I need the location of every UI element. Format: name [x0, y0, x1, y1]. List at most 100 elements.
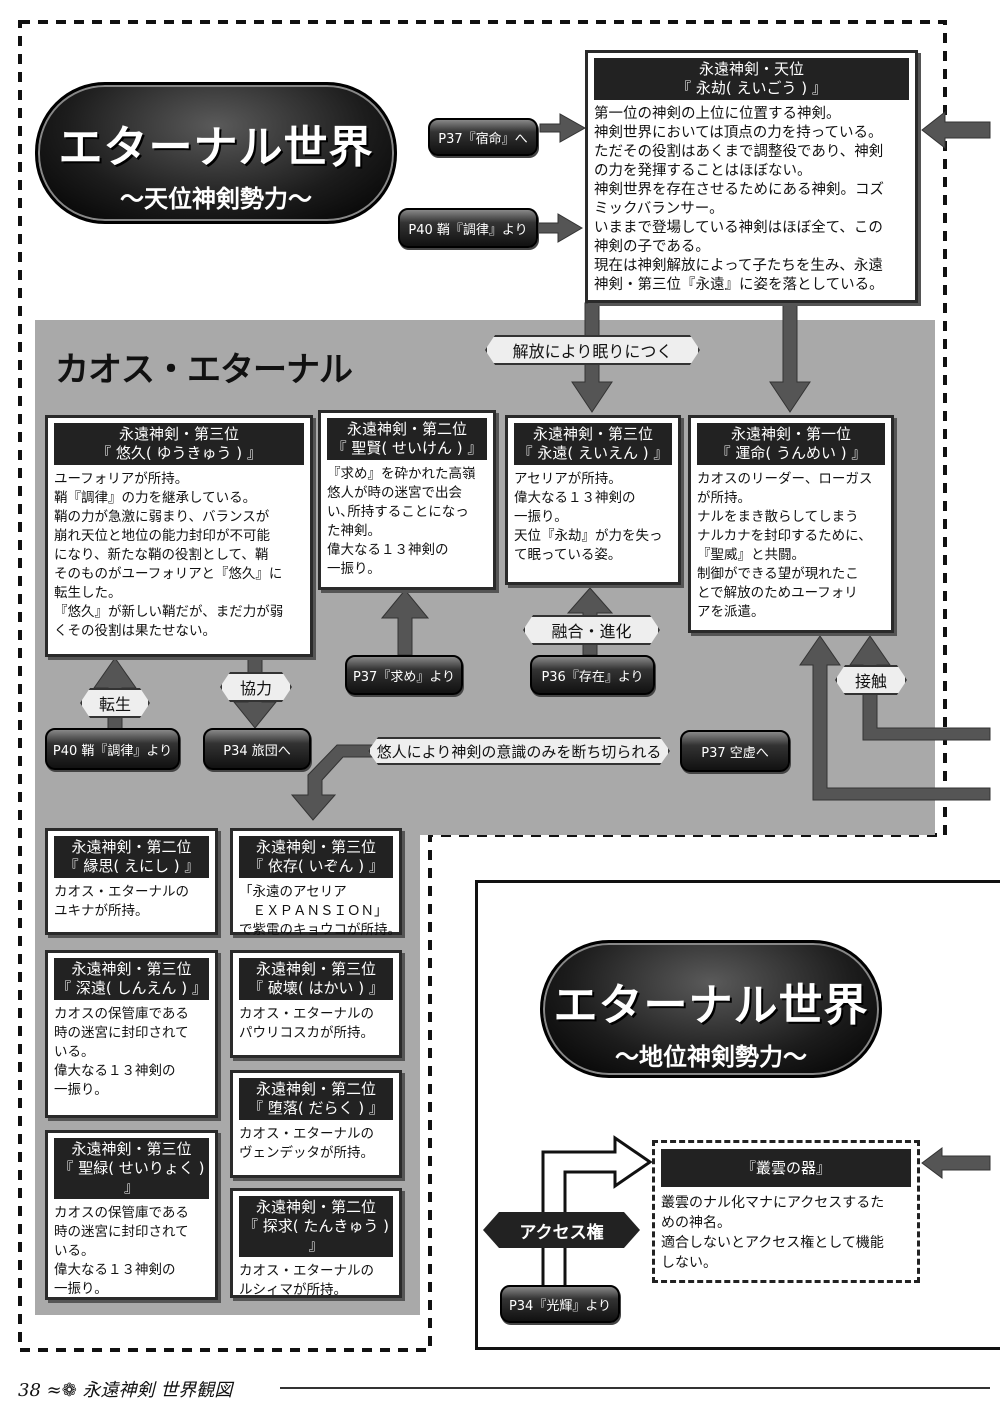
box-text-line: 神剣・第三位『永遠』に姿を落としている。 — [594, 277, 884, 293]
box-name: 『 永劫( えいごう ) 』 — [676, 79, 827, 97]
box-header: 永遠神剣・第三位『 悠久( ゆうきゅう ) 』 — [54, 423, 304, 465]
footer-rule — [280, 1387, 990, 1389]
box-name: 『 依存( いぞん ) 』 — [248, 857, 384, 875]
box-name: 『 探求( たんきゅう ) 』 — [242, 1217, 389, 1254]
box-text-line: アを派遣。 — [697, 604, 765, 620]
link-p34-kouki[interactable]: P34『光輝』より — [500, 1285, 620, 1323]
box-text-line: めの神名。 — [661, 1215, 731, 1231]
footer: 38 ≈❁ 永遠神剣 世界観図 — [18, 1376, 232, 1402]
link-p37-motome[interactable]: P37『求め』より — [345, 655, 463, 695]
box-text-line: て眠っている姿。 — [514, 547, 622, 563]
label-kyouryoku: 協力 — [220, 672, 292, 702]
murakumo-box: 『叢雲の器』 叢雲のナル化マナにアクセスするための神名。適合しないとアクセス権と… — [652, 1140, 920, 1283]
pill-title: エターナル世界 — [553, 980, 869, 1031]
box-header: 永遠神剣・第三位『 破壊( はかい ) 』 — [239, 958, 393, 1000]
box-text-line: 時の迷宮に封印されて — [54, 1224, 189, 1240]
section-title: カオス・エターナル — [55, 350, 353, 390]
pill-subtitle: ～天位神剣勢力～ — [120, 185, 312, 213]
sword-box-eien: 永遠神剣・第三位『 永遠( えいえん ) 』アセリアが所持。偉大なる１３神剣の一… — [505, 415, 681, 585]
box-text-line: 天位『永劫』が力を失っ — [514, 528, 663, 544]
box-text-line: カオス・エターナルの — [54, 884, 189, 900]
box-text-line: 現在は神剣解放によって子たちを生み、永遠 — [594, 258, 883, 274]
box-text-line: 転生した。 — [54, 585, 122, 601]
sword-box-seiken: 永遠神剣・第二位『 聖賢( せいけん ) 』『求め』を砕かれた高嶺悠人が時の迷宮… — [318, 410, 496, 590]
box-text-line: 崩れ天位と地位の能力封印が不可能 — [54, 528, 270, 544]
box-text-line: カオス・エターナルの — [239, 1126, 374, 1142]
link-p34-ryodan[interactable]: P34 旅団へ — [203, 728, 311, 770]
box-header: 永遠神剣・第二位『 縁思( えにし ) 』 — [54, 836, 209, 878]
box-name: 『 破壊( はかい ) 』 — [248, 979, 384, 997]
box-text-line: 鞘の力が急激に弱まり、バランスが — [54, 509, 270, 525]
box-text-line: カオスのリーダー、ローガス — [697, 471, 873, 487]
label-yuuto: 悠人により神剣の意識のみを断ち切られる — [368, 737, 670, 765]
box-rank: 永遠神剣・第二位 — [255, 1198, 376, 1216]
link-p37-shukumei[interactable]: P37『宿命』へ — [428, 118, 538, 156]
box-rank: 永遠神剣・第三位 — [71, 1140, 192, 1158]
box-text-line: ルシィマが所持。 — [239, 1282, 347, 1298]
box-text-line: で紫電のキョウコが所持。 — [239, 922, 401, 938]
box-text-line: 偉大なる１３神剣の — [514, 490, 636, 506]
box-header: 永遠神剣・第三位『 永遠( えいえん ) 』 — [514, 423, 672, 465]
box-name: 『 永遠( えいえん ) 』 — [517, 444, 669, 462]
box-text-line: 偉大なる１３神剣の — [54, 1262, 176, 1278]
link-p40-chouritsu[interactable]: P40 鞘『調律』より — [45, 728, 180, 770]
box-name: 『 聖賢( せいけん ) 』 — [331, 439, 483, 457]
box-header: 永遠神剣・第二位『 聖賢( せいけん ) 』 — [327, 418, 487, 460]
box-text-line: カオス・エターナルの — [239, 1263, 374, 1279]
sword-box-izon: 永遠神剣・第三位『 依存( いぞん ) 』「永遠のアセリア ＥＸＰＡＮＳＩＯＮ」… — [230, 828, 402, 938]
link-p37-kuukyo[interactable]: P37 空虚へ — [680, 730, 790, 772]
sword-box-enishi: 永遠神剣・第二位『 縁思( えにし ) 』カオス・エターナルのユキナが所持。 — [45, 828, 218, 935]
page-number: 38 — [18, 1380, 41, 1401]
box-text-line: ただその役割はあくまで調整役であり、神剣 — [594, 144, 884, 160]
sword-box-daraku: 永遠神剣・第二位『 堕落( だらく ) 』カオス・エターナルのヴェンデッタが所持… — [230, 1070, 402, 1178]
lower-world-frame — [475, 880, 1000, 1350]
link-p40-chouritsu-top[interactable]: P40 鞘『調律』より — [398, 208, 538, 248]
box-text-line: 鞘『調律』の力を継承している。 — [54, 490, 257, 506]
box-text-line: 『求め』を砕かれた高嶺 — [327, 466, 476, 482]
box-text-line: い､所持することになっ — [327, 504, 469, 520]
box-text-line: 偉大なる１３神剣の — [327, 542, 449, 558]
box-rank: 永遠神剣・第二位 — [71, 838, 192, 856]
box-header: 永遠神剣・第一位『 運命( うんめい ) 』 — [697, 423, 885, 465]
box-rank: 永遠神剣・第二位 — [255, 1080, 376, 1098]
link-p36-sonzai[interactable]: P36『存在』より — [530, 655, 655, 695]
box-text-line: 『悠久』が新しい鞘だが、まだ力が弱 — [54, 604, 284, 620]
box-header: 永遠神剣・第三位『 聖緑( せいりょく ) 』 — [54, 1138, 209, 1199]
arrow-right-icon — [537, 213, 583, 243]
box-name: 『 聖緑( せいりょく ) 』 — [58, 1159, 205, 1196]
box-rank: 永遠神剣・第三位 — [118, 425, 239, 443]
sword-box-shinen: 永遠神剣・第三位『 深遠( しんえん ) 』カオスの保管庫である時の迷宮に封印さ… — [45, 950, 218, 1118]
box-text-line: アセリアが所持。 — [514, 471, 622, 487]
pill-subtitle: ～地位神剣勢力～ — [615, 1043, 807, 1071]
box-text-line: とで解放のためユーフォリ — [697, 585, 858, 601]
box-text-line: 神剣世界においては頂点の力を持っている。 — [594, 125, 883, 141]
box-text-line: いる。 — [54, 1044, 95, 1060]
box-text-line: の力を発揮することはほぼない。 — [594, 163, 812, 179]
box-text-line: 一振り。 — [54, 1281, 108, 1297]
label-tensei: 転生 — [80, 688, 150, 718]
box-text-line: 悠人が時の迷宮で出会 — [327, 485, 462, 501]
eternal-world-heaven-pill: エターナル世界 ～天位神剣勢力～ — [35, 82, 397, 224]
box-rank: 永遠神剣・第三位 — [71, 960, 192, 978]
sword-box-eigou: 永遠神剣・天位『 永劫( えいごう ) 』第一位の神剣の上位に位置する神剣。神剣… — [585, 50, 918, 303]
box-text-line: になり、新たな鞘の役割として、鞘 — [54, 547, 269, 563]
label-access: アクセス権 — [483, 1212, 640, 1248]
box-text-line: 一振り。 — [54, 1082, 108, 1098]
box-text-line: 神剣世界を存在させるためにある神剣。コズ — [594, 182, 884, 198]
box-name: 『 深遠( しんえん ) 』 — [56, 979, 207, 997]
box-text-line: ユーフォリアが所持。 — [54, 471, 189, 487]
box-text-line: 叢雲のナル化マナにアクセスするた — [661, 1195, 885, 1211]
pill-title: エターナル世界 — [58, 122, 374, 173]
box-rank: 永遠神剣・第三位 — [255, 838, 376, 856]
box-header: 『叢雲の器』 — [661, 1149, 911, 1187]
box-text-line: カオス・エターナルの — [239, 1006, 374, 1022]
box-rank: 永遠神剣・第一位 — [730, 425, 851, 443]
box-text-line: 神剣の子である。 — [594, 239, 710, 255]
box-text-line: 時の迷宮に封印されて — [54, 1025, 189, 1041]
label-yuugou: 融合・進化 — [523, 615, 660, 645]
eternal-world-earth-pill: エターナル世界 ～地位神剣勢力～ — [540, 940, 882, 1078]
sword-box-unmei: 永遠神剣・第一位『 運命( うんめい ) 』カオスのリーダー、ローガスが所持。ナ… — [688, 415, 894, 633]
box-text-line: ＥＸＰＡＮＳＩＯＮ」 — [239, 903, 388, 919]
box-text-line: 適合しないとアクセス権として機能 — [661, 1235, 884, 1251]
box-rank: 永遠神剣・第三位 — [255, 960, 376, 978]
